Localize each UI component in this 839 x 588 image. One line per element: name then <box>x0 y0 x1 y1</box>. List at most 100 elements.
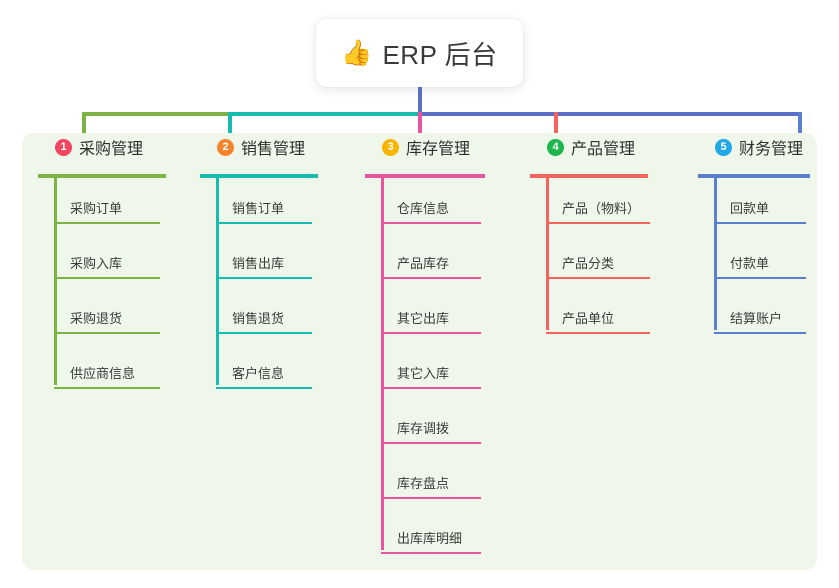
column-title-4: 产品管理 <box>571 141 636 158</box>
column-2: 2 销售管理销售订单销售出库销售退货客户信息 <box>200 133 318 389</box>
column-title-5: 财务管理 <box>739 141 804 158</box>
leaf-rule <box>714 222 806 224</box>
leaf-rule <box>216 222 312 224</box>
leaf-label: 结算账户 <box>730 311 783 326</box>
column-badge-3: 3 <box>382 138 399 156</box>
leaf-label: 销售出库 <box>232 256 285 271</box>
leaf-label: 采购订单 <box>70 201 123 216</box>
leaf-label: 产品单位 <box>562 311 615 326</box>
leaf-rule <box>714 332 806 334</box>
leaf-label: 供应商信息 <box>70 366 136 381</box>
column-3: 3 库存管理仓库信息产品库存其它出库其它入库库存调拨库存盘点出库库明细 <box>365 133 485 554</box>
leaf-item[interactable]: 产品分类 <box>546 253 650 279</box>
column-header-3[interactable]: 3 库存管理 <box>365 133 485 161</box>
leaf-label: 产品分类 <box>562 256 615 271</box>
column-header-1[interactable]: 1 采购管理 <box>38 133 166 161</box>
leaf-label: 出库库明细 <box>397 531 463 546</box>
leaf-label: 库存盘点 <box>397 476 450 491</box>
column-title-1: 采购管理 <box>79 141 144 158</box>
leaf-label: 回款单 <box>730 201 770 216</box>
column-badge-2: 2 <box>217 138 234 156</box>
leaf-rule <box>381 277 481 279</box>
leaf-item[interactable]: 采购退货 <box>54 308 160 334</box>
leaf-rule <box>546 277 650 279</box>
leaf-item[interactable]: 回款单 <box>714 198 806 224</box>
leaf-item[interactable]: 出库库明细 <box>381 528 481 554</box>
leaf-item[interactable]: 产品单位 <box>546 308 650 334</box>
column-rule-2 <box>200 174 318 178</box>
leaf-item[interactable]: 销售出库 <box>216 253 312 279</box>
leaf-label: 付款单 <box>730 256 770 271</box>
leaf-item[interactable]: 库存盘点 <box>381 473 481 499</box>
column-rule-4 <box>530 174 648 178</box>
leaf-item[interactable]: 供应商信息 <box>54 363 160 389</box>
leaf-label: 采购入库 <box>70 256 123 271</box>
thumbs-up-icon: 👍 <box>341 38 373 67</box>
leaf-label: 产品（物料） <box>562 201 641 216</box>
leaf-label: 库存调拨 <box>397 421 450 436</box>
column-title-2: 销售管理 <box>241 141 306 158</box>
leaf-rule <box>546 222 650 224</box>
column-badge-5: 5 <box>715 138 732 156</box>
leaf-rule <box>381 222 481 224</box>
leaf-item[interactable]: 销售退货 <box>216 308 312 334</box>
leaf-item[interactable]: 结算账户 <box>714 308 806 334</box>
leaf-item[interactable]: 产品（物料） <box>546 198 650 224</box>
leaf-label: 其它入库 <box>397 366 450 381</box>
leaf-item[interactable]: 销售订单 <box>216 198 312 224</box>
leaf-item[interactable]: 采购订单 <box>54 198 160 224</box>
column-header-4[interactable]: 4 产品管理 <box>530 133 648 161</box>
column-trunk-1 <box>54 174 57 385</box>
leaf-item[interactable]: 采购入库 <box>54 253 160 279</box>
leaf-rule <box>54 387 160 389</box>
column-header-2[interactable]: 2 销售管理 <box>200 133 318 161</box>
column-badge-1: 1 <box>55 138 72 156</box>
leaf-label: 客户信息 <box>232 366 285 381</box>
leaf-item[interactable]: 其它出库 <box>381 308 481 334</box>
root-node[interactable]: 👍 ERP 后台 <box>316 19 523 87</box>
leaf-rule <box>216 332 312 334</box>
column-4: 4 产品管理产品（物料） 产品分类产品单位 <box>530 133 650 334</box>
leaf-label: 采购退货 <box>70 311 123 326</box>
leaf-item[interactable]: 客户信息 <box>216 363 312 389</box>
leaf-item[interactable]: 库存调拨 <box>381 418 481 444</box>
leaf-item[interactable]: 其它入库 <box>381 363 481 389</box>
root-stem-connector <box>418 87 422 116</box>
leaf-rule <box>54 332 160 334</box>
leaf-label: 产品库存 <box>397 256 450 271</box>
bus-segment-2 <box>228 112 418 116</box>
column-rule-5 <box>698 174 810 178</box>
leaf-label: 仓库信息 <box>397 201 450 216</box>
column-5: 5 财务管理回款单付款单结算账户 <box>698 133 810 334</box>
leaf-rule <box>54 222 160 224</box>
leaf-rule <box>381 497 481 499</box>
leaf-rule <box>546 332 650 334</box>
leaf-item[interactable]: 仓库信息 <box>381 198 481 224</box>
bus-segment-1 <box>82 112 228 116</box>
column-title-3: 库存管理 <box>406 141 471 158</box>
leaf-rule <box>381 442 481 444</box>
column-rule-3 <box>365 174 485 178</box>
leaf-item[interactable]: 产品库存 <box>381 253 481 279</box>
column-header-5[interactable]: 5 财务管理 <box>698 133 810 161</box>
column-rule-1 <box>38 174 166 178</box>
leaf-item[interactable]: 付款单 <box>714 253 806 279</box>
leaf-rule <box>216 277 312 279</box>
leaf-rule <box>381 332 481 334</box>
leaf-rule <box>381 552 481 554</box>
column-trunk-4 <box>546 174 549 330</box>
leaf-rule <box>714 277 806 279</box>
column-1: 1 采购管理采购订单采购入库采购退货供应商信息 <box>38 133 166 389</box>
leaf-rule <box>381 387 481 389</box>
column-trunk-2 <box>216 174 219 385</box>
leaf-rule <box>216 387 312 389</box>
leaf-label: 销售订单 <box>232 201 285 216</box>
leaf-label: 销售退货 <box>232 311 285 326</box>
root-title: ERP 后台 <box>382 39 498 70</box>
leaf-label: 其它出库 <box>397 311 450 326</box>
column-trunk-5 <box>714 174 717 330</box>
column-trunk-3 <box>381 174 384 550</box>
column-badge-4: 4 <box>547 138 564 156</box>
leaf-rule <box>54 277 160 279</box>
bus-segment-3 <box>418 112 802 116</box>
